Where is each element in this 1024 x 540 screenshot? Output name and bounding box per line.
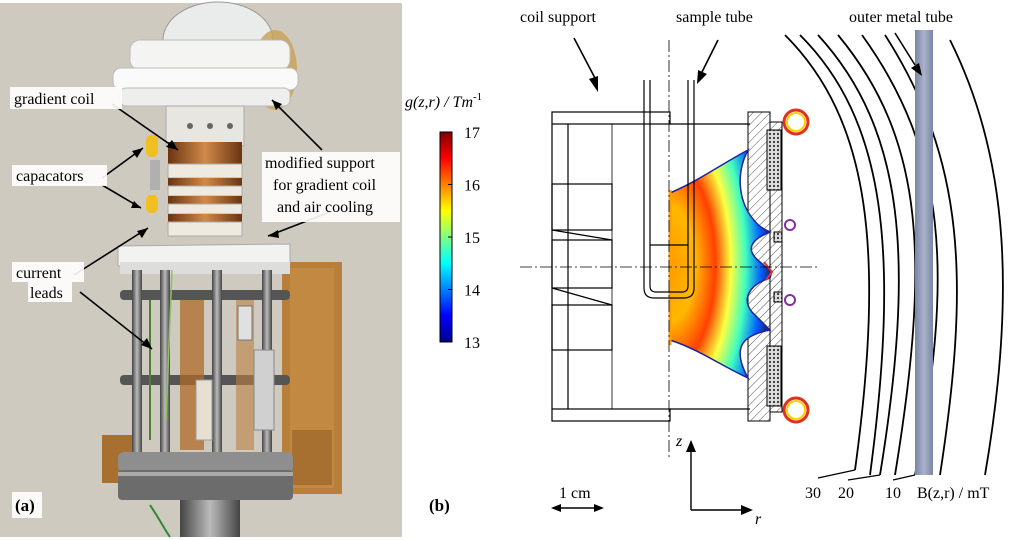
colorbar-title: g(z,r) / Tm-1	[405, 91, 482, 111]
panel-a-label-backs	[10, 87, 400, 518]
contour-far	[949, 39, 1004, 476]
outer-metal-tube	[915, 30, 933, 475]
arrow-current-leads-2	[79, 291, 153, 350]
colorbar-ticks: 17 16 15 14 13	[448, 125, 480, 352]
contour-inner-3	[837, 34, 917, 476]
contour-30	[784, 34, 871, 471]
label-modified-support-3: and air cooling	[277, 199, 373, 216]
panel-b-arrows	[573, 32, 916, 81]
colorbar-tick-label: 13	[464, 335, 480, 352]
panel-a-arrowheads	[131, 100, 282, 349]
label-axis-r: r	[755, 511, 762, 528]
contour-label-20: 20	[838, 485, 854, 502]
colorbar-title-text: g(z,r) / Tm	[405, 94, 473, 111]
arrow-current-leads-1	[73, 227, 149, 276]
label-coil-support: coil support	[520, 9, 597, 26]
capacitor-1	[146, 135, 158, 157]
colorbar-title-exponent: -1	[473, 91, 482, 103]
support-ring-1	[112, 67, 299, 91]
base-flange	[118, 452, 293, 472]
colorbar-tick-label: 17	[464, 125, 480, 142]
panel-a-photo	[0, 1, 402, 538]
panel-b-tag: (b)	[429, 496, 450, 515]
field-contours	[784, 34, 1004, 476]
label-scale: 1 cm	[559, 485, 591, 502]
panel-a-tag: (a)	[15, 496, 35, 515]
coil-winding-top	[766, 129, 782, 191]
top-cap	[129, 39, 291, 71]
label-modified-support-2: for gradient coil	[273, 177, 377, 194]
arrow-modified-support-1	[271, 99, 323, 151]
label-sample-tube: sample tube	[676, 9, 753, 26]
capacitor-2	[146, 195, 158, 213]
colorbar-tick-label: 16	[464, 178, 480, 195]
support-ring-2	[119, 87, 291, 107]
label-outer-metal-tube: outer metal tube	[849, 9, 953, 26]
label-current-leads-1: current	[16, 265, 62, 282]
colorbar: g(z,r) / Tm-1 17 16 15 14 13	[405, 91, 482, 352]
contour-label-30: 30	[805, 485, 821, 502]
contour-leaders	[817, 469, 916, 481]
panel-b-diagram	[520, 30, 1004, 515]
rod-3	[212, 270, 222, 470]
coordinate-axes	[690, 448, 745, 511]
arrow-gradient-coil	[111, 103, 179, 151]
label-modified-support-1: modified support	[265, 155, 375, 172]
label-field-unit: B(z,r) / mT	[917, 485, 990, 502]
label-axis-z: z	[675, 433, 683, 450]
edge-field-loops	[763, 108, 810, 424]
colorbar-tick-label: 14	[464, 283, 480, 300]
gradient-field-map	[670, 150, 771, 378]
contour-label-10: 10	[885, 485, 901, 502]
panel-b-arrowheads	[589, 63, 922, 92]
colorbar-tick-label: 15	[464, 230, 480, 247]
label-current-leads-2: leads	[30, 285, 63, 302]
label-capacitors: capacators	[16, 168, 84, 185]
rod-2	[160, 270, 170, 470]
gradient-coil	[168, 142, 242, 164]
contour-20	[817, 34, 900, 476]
spring	[237, 305, 253, 341]
wood-block-right	[292, 430, 332, 485]
coil-winding-bottom	[766, 345, 782, 407]
coil-support	[551, 111, 750, 422]
label-gradient-coil: gradient coil	[14, 91, 95, 108]
contour-inner-2	[799, 34, 886, 476]
rod-1	[132, 270, 142, 470]
contour-outer	[884, 34, 958, 476]
base-tube	[180, 500, 240, 537]
